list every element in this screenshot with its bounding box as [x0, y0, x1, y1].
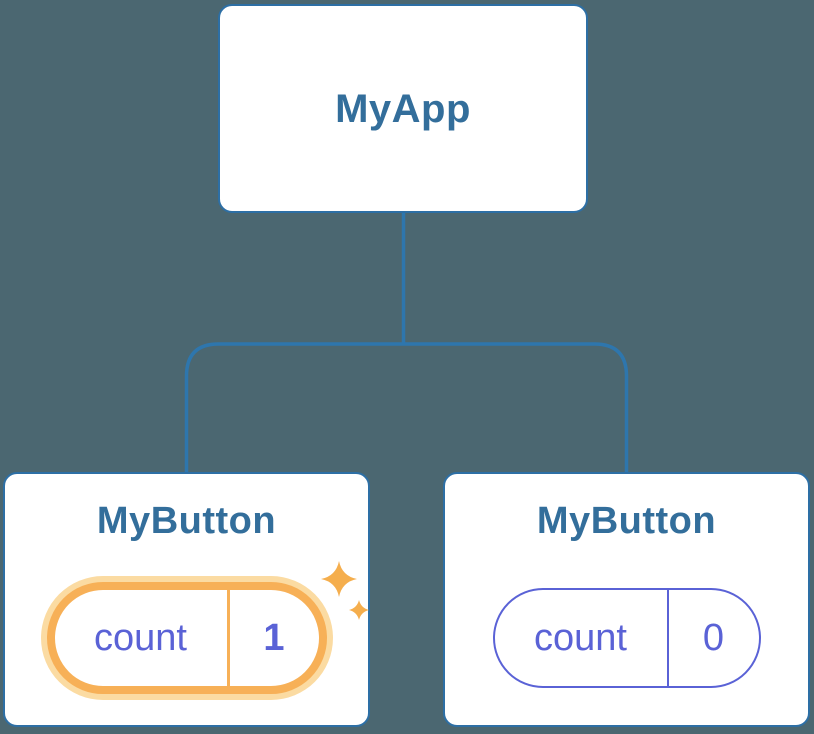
node-myapp: MyApp [218, 4, 588, 213]
sparkles-icon [321, 561, 369, 620]
node-title: MyApp [335, 86, 471, 131]
state-value: 0 [666, 590, 759, 686]
state-pill-highlighted: count 1 [46, 582, 327, 694]
sparkle-small [349, 600, 369, 620]
state-name: count [94, 616, 187, 659]
state-value: 1 [226, 590, 319, 686]
node-title: MyButton [96, 500, 277, 542]
node-title: MyButton [536, 500, 717, 542]
state-name: count [534, 616, 627, 659]
sparkle-large [321, 561, 357, 597]
state-pill-plain: count 0 [492, 588, 761, 688]
node-mybutton-plain: MyButton count 0 [443, 472, 810, 727]
node-mybutton-highlighted: MyButton count 1 [3, 472, 370, 727]
connector-branch [184, 342, 629, 473]
